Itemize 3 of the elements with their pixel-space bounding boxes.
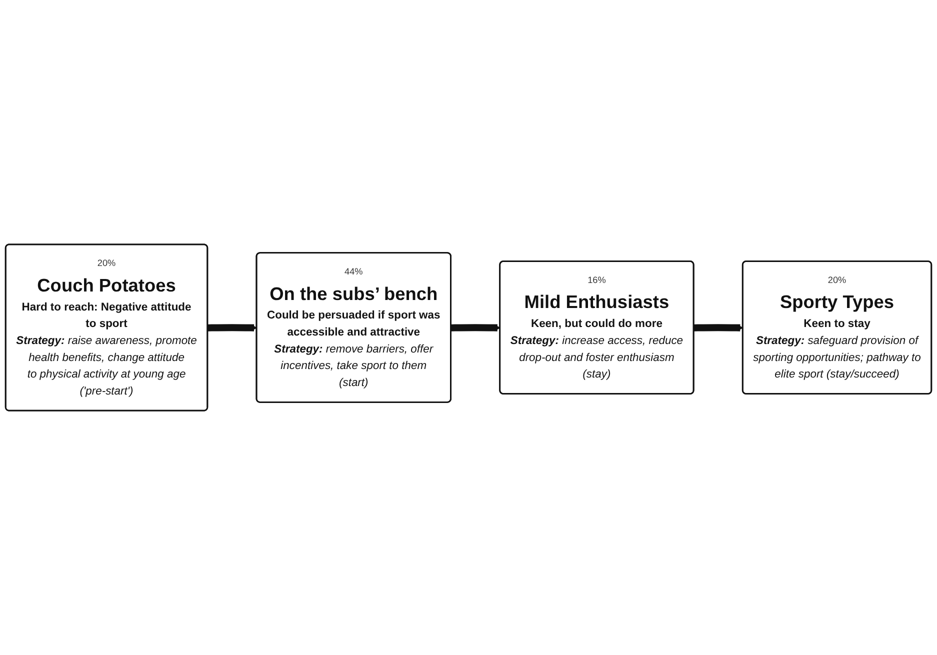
arrow [451, 324, 500, 332]
arrow [208, 324, 258, 332]
arrow [694, 324, 744, 332]
